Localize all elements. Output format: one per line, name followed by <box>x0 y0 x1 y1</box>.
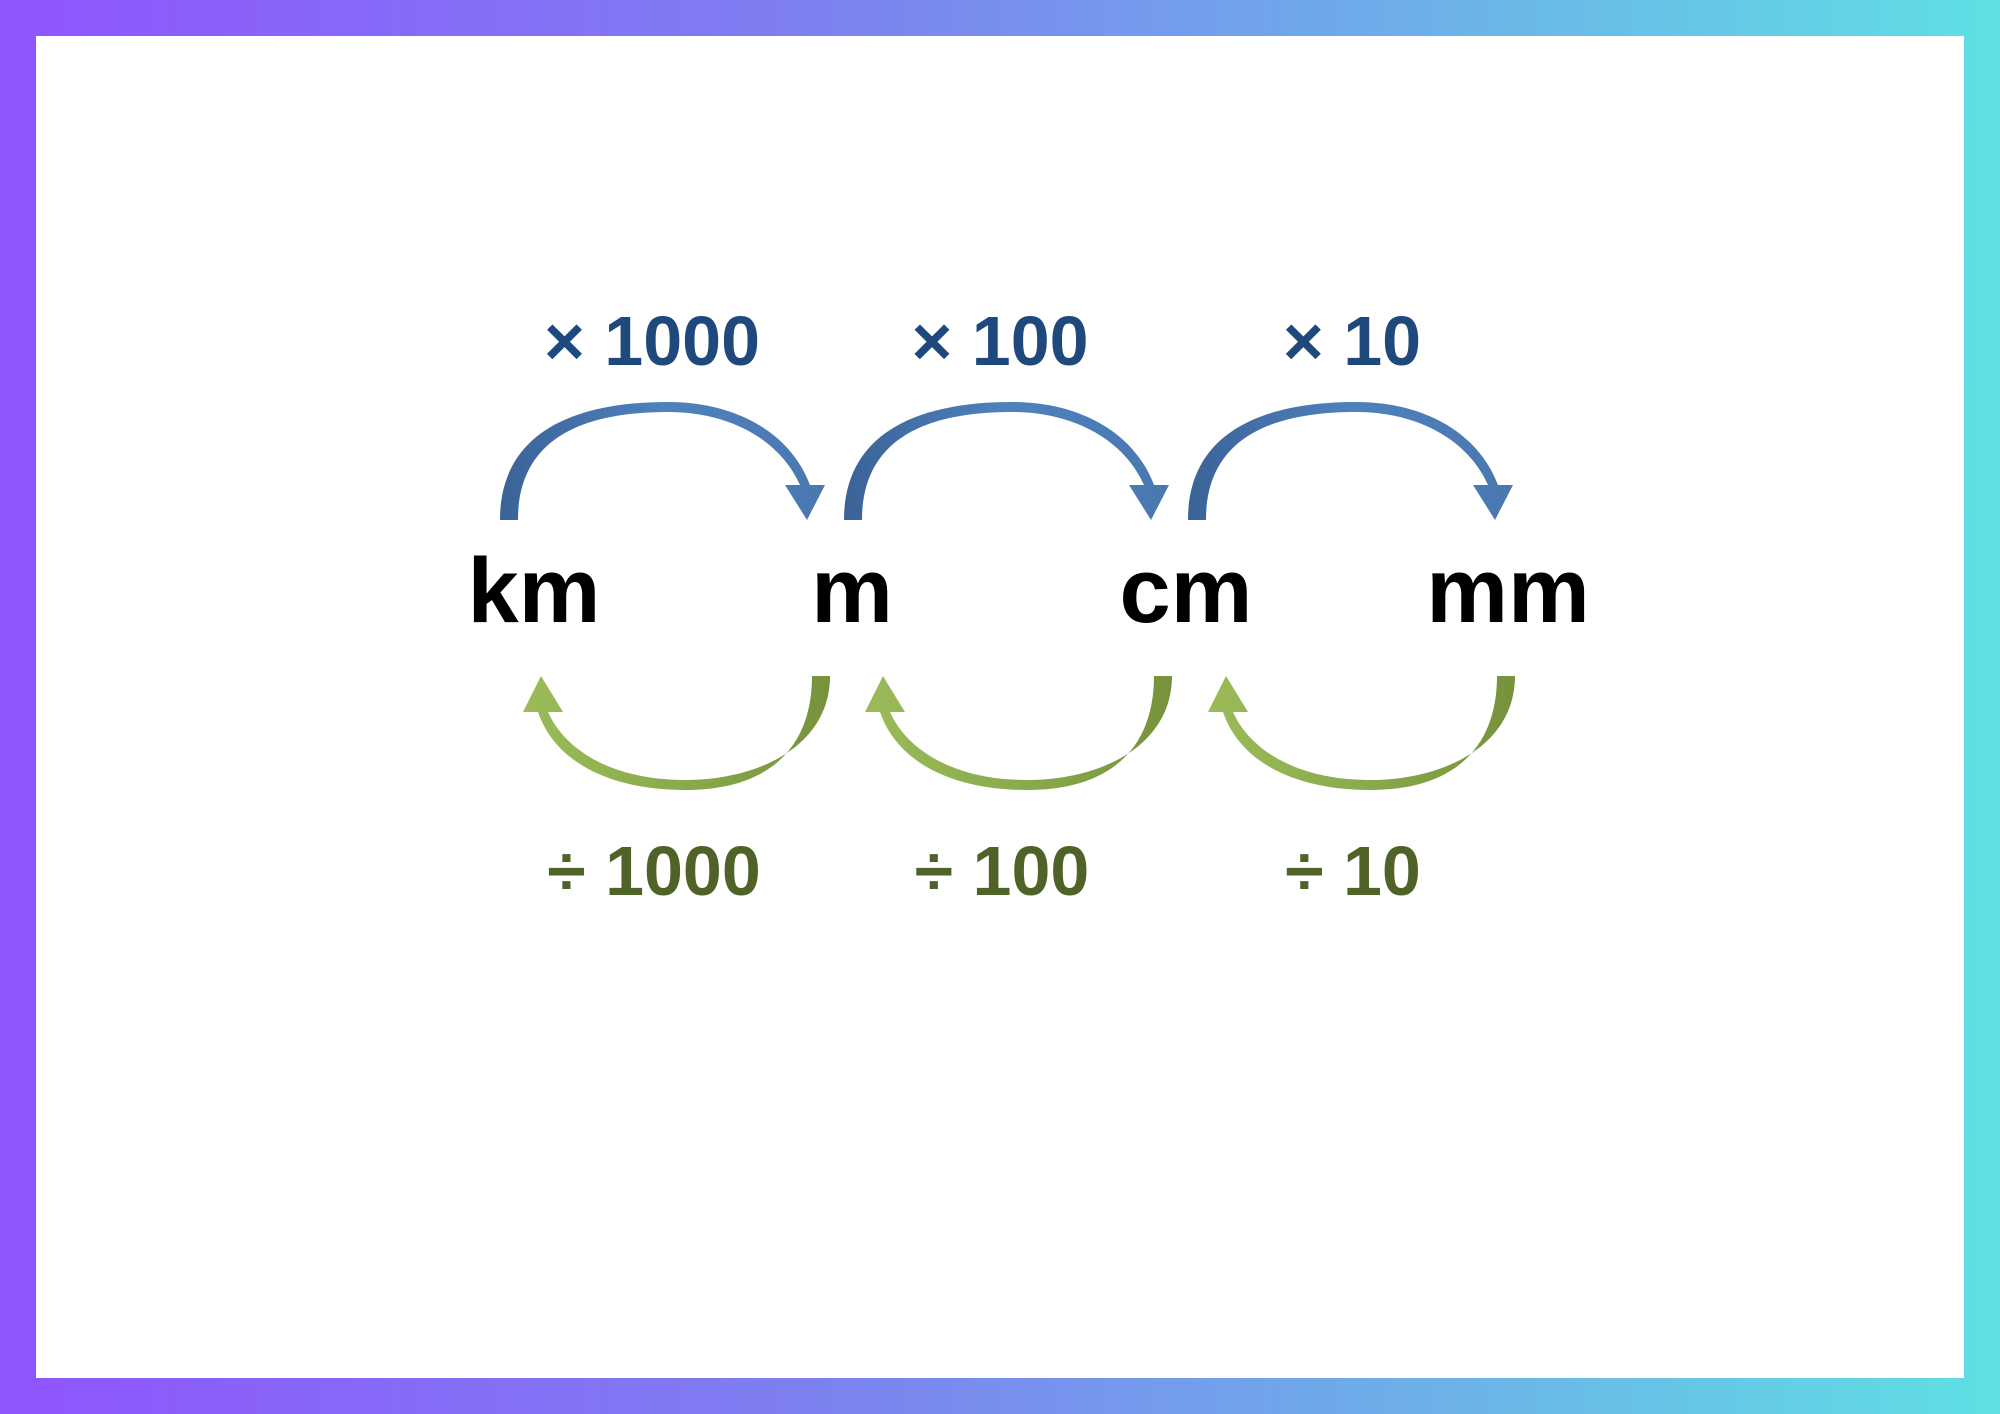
divide-label-cm-m: ÷ 100 <box>915 832 1090 910</box>
multiply-arrow-km-m <box>500 402 825 520</box>
multiply-arrow-cm-mm <box>1188 402 1513 520</box>
divide-arrow-cm-m <box>865 676 1172 790</box>
divide-arrow-m-km <box>523 676 830 790</box>
multiply-arrow-m-cm <box>844 402 1169 520</box>
diagram-canvas <box>36 36 1964 1378</box>
divide-label-mm-cm: ÷ 10 <box>1285 832 1421 910</box>
multiply-label-km-m: × 1000 <box>544 302 760 380</box>
multiply-label-m-cm: × 100 <box>911 302 1088 380</box>
multiply-label-cm-mm: × 10 <box>1283 302 1421 380</box>
divide-arrow-mm-cm <box>1208 676 1515 790</box>
divide-label-m-km: ÷ 1000 <box>547 832 761 910</box>
unit-km: km <box>468 540 601 642</box>
unit-cm: cm <box>1120 540 1253 642</box>
unit-m: m <box>811 540 893 642</box>
unit-mm: mm <box>1426 540 1590 642</box>
